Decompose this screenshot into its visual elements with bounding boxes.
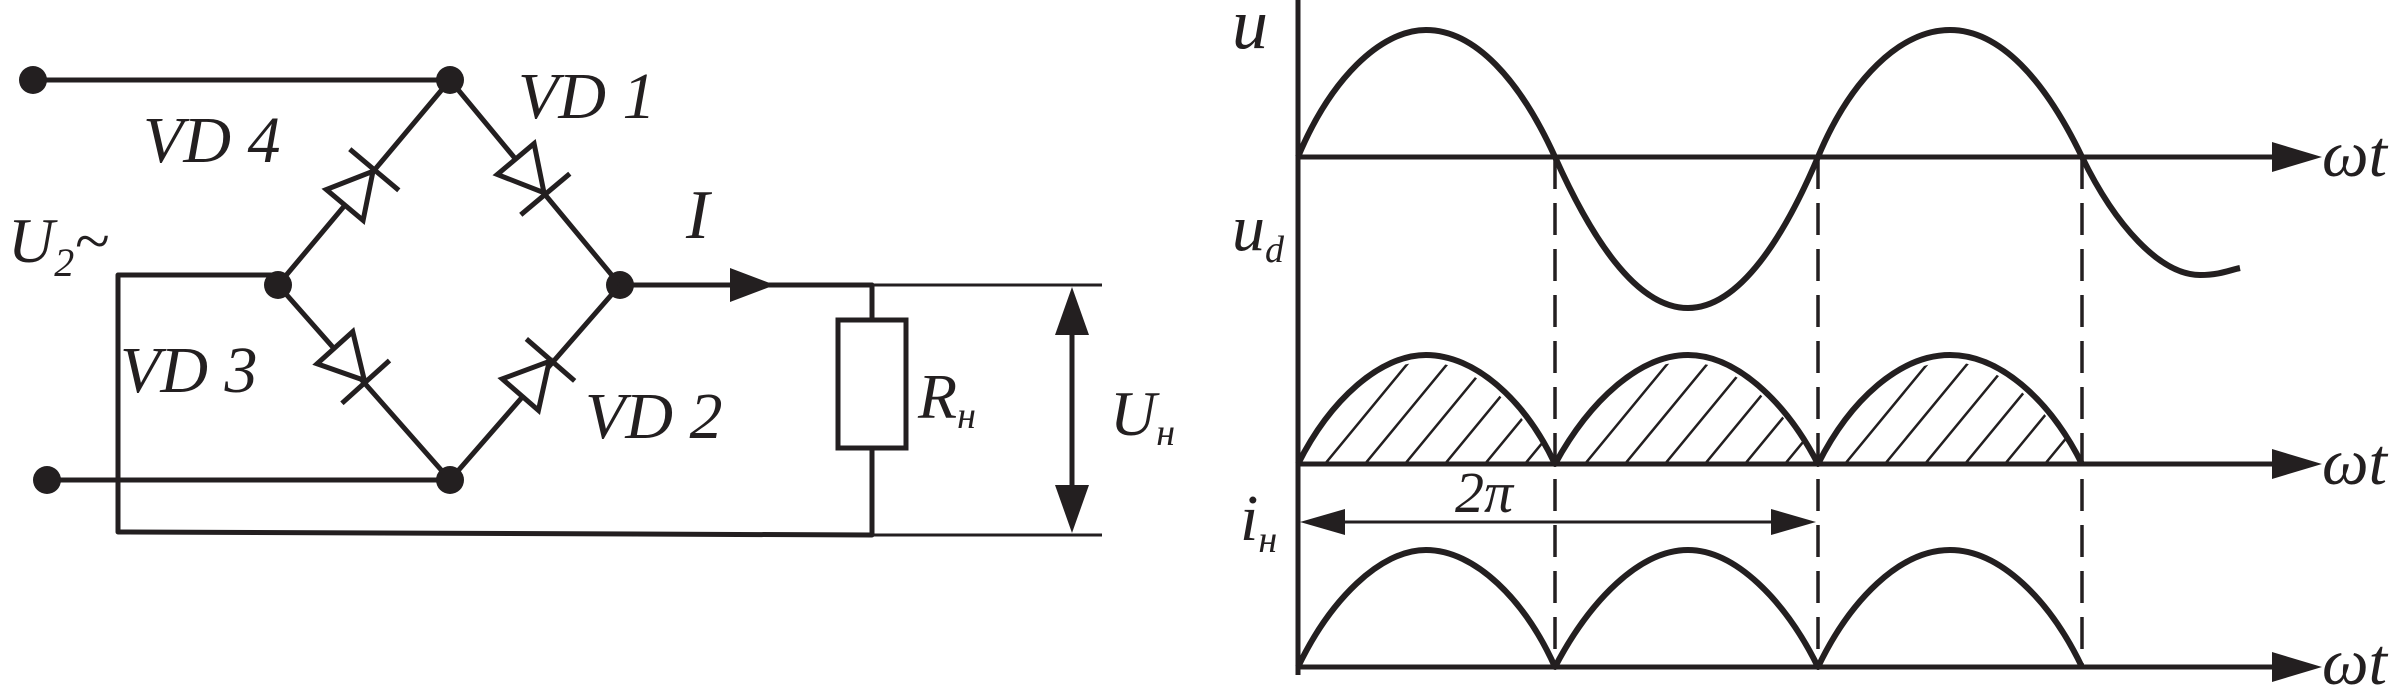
voltage-arrow-head-bottom xyxy=(1055,485,1089,533)
input-terminal-bottom xyxy=(33,466,61,494)
supply-voltage-tilde: ~ xyxy=(74,205,109,276)
load-voltage-subscript: н xyxy=(1156,412,1175,454)
resistor-subscript: н xyxy=(957,395,976,437)
axis-ud-arrow xyxy=(2272,449,2322,479)
load-resistor xyxy=(835,317,909,451)
in-axis-subscript: н xyxy=(1258,519,1277,561)
diode-vd1-symbol xyxy=(492,138,572,217)
load-voltage-label: Uн xyxy=(1110,378,1175,454)
diode-vd1-label: VD 1 xyxy=(518,60,655,133)
hatch-fill-1 xyxy=(1298,362,1555,464)
ud-axis-subscript: d xyxy=(1265,229,1285,271)
diode-vd2-symbol xyxy=(497,337,577,416)
supply-voltage-subscript: 2 xyxy=(54,240,74,285)
diode-vd2-label: VD 2 xyxy=(585,380,722,453)
current-arrow xyxy=(730,268,775,302)
voltage-arrow-head-top xyxy=(1055,287,1089,335)
period-arrow-right xyxy=(1771,509,1816,535)
omega-t-label-middle: ωt xyxy=(2322,426,2389,499)
resistor-label: Rн xyxy=(917,361,976,437)
circuit-diagram: U2~ VD 4 VD 1 VD 3 VD 2 I Rн Uн xyxy=(8,60,1175,538)
axis-u-arrow xyxy=(2272,142,2322,172)
axis-in-arrow xyxy=(2272,652,2322,682)
hatch-fill-3 xyxy=(1818,362,2082,464)
waveform-graphs: 2π u ud iн ωt ωt ωt xyxy=(1232,0,2389,688)
in-axis-label: iн xyxy=(1240,482,1277,561)
supply-voltage-label: U2~ xyxy=(8,205,109,285)
period-arrow-left xyxy=(1300,509,1345,535)
load-return-wire xyxy=(115,272,875,538)
load-current-waveform xyxy=(1295,547,2085,670)
diode-vd3-label: VD 3 xyxy=(120,334,257,407)
omega-t-label-top: ωt xyxy=(2322,118,2389,191)
omega-t-label-bottom: ωt xyxy=(2322,626,2389,688)
diode-vd4-label: VD 4 xyxy=(143,104,280,177)
rectified-voltage-waveform xyxy=(1295,352,2085,467)
u-axis-label: u xyxy=(1232,0,1268,64)
diode-vd3-symbol xyxy=(312,326,392,406)
ud-axis-label: ud xyxy=(1232,192,1285,271)
diode-vd4-symbol xyxy=(321,147,401,226)
node-bottom xyxy=(436,466,464,494)
node-left xyxy=(264,271,292,299)
node-top xyxy=(436,66,464,94)
input-voltage-waveform xyxy=(1295,27,2241,311)
period-label: 2π xyxy=(1455,460,1515,525)
current-label: I xyxy=(685,177,713,254)
input-terminal-top xyxy=(19,66,47,94)
